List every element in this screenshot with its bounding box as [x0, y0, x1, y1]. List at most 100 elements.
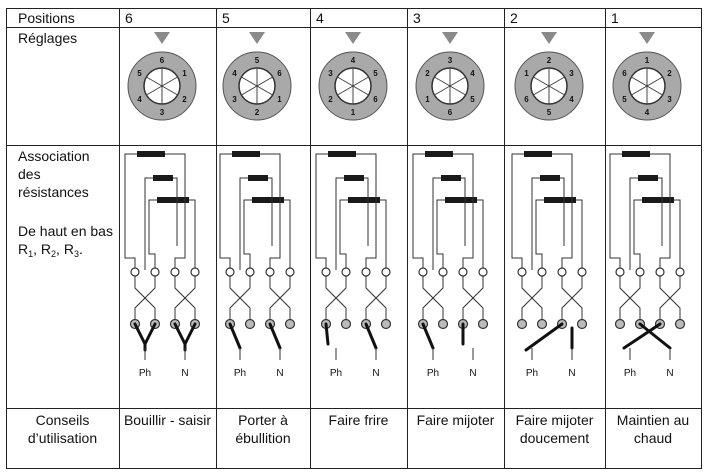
terminal — [576, 267, 587, 277]
position-number: 1 — [611, 10, 619, 26]
switch-bridge — [268, 322, 282, 350]
phase-label: Ph — [138, 368, 150, 379]
terminal — [556, 267, 567, 277]
wire — [629, 177, 638, 270]
resistor-r3 — [252, 197, 284, 203]
contact — [380, 318, 391, 330]
terminal — [285, 267, 295, 277]
phase-label: Ph — [624, 368, 636, 379]
wire — [229, 276, 251, 320]
wire — [575, 199, 582, 270]
wire — [412, 153, 425, 270]
dial-spoke — [241, 76, 273, 96]
terminal — [189, 267, 200, 277]
terminal — [380, 267, 391, 277]
resistance-wiring-diagram: Ph N — [609, 151, 686, 379]
dial-spoke — [145, 76, 178, 96]
wire — [188, 199, 195, 270]
conseil-text: Faire mijoter doucement — [515, 412, 594, 446]
terminal — [360, 267, 371, 277]
wire — [559, 177, 564, 246]
dial-number: 6 — [447, 108, 452, 117]
resistor-r2 — [248, 175, 268, 181]
wire — [432, 177, 441, 270]
dial-number: 2 — [425, 69, 430, 78]
wire — [174, 276, 195, 320]
contact — [536, 318, 547, 330]
resistor-r1 — [327, 151, 356, 157]
resistor-r1 — [622, 151, 650, 157]
pointer-triangle-icon — [344, 32, 361, 44]
switch-bridge — [133, 322, 146, 346]
dial-number: 3 — [667, 95, 672, 104]
contact — [477, 318, 488, 330]
terminal — [129, 267, 140, 277]
wire — [339, 199, 348, 270]
dial-number: 6 — [524, 95, 529, 104]
terminal — [675, 267, 685, 277]
terminal — [245, 267, 255, 277]
wire — [148, 199, 157, 270]
dial-number: 3 — [232, 95, 237, 104]
wire — [561, 276, 582, 320]
wire — [436, 199, 445, 270]
resistor-r3 — [347, 197, 380, 203]
switch-bridge — [173, 322, 186, 346]
dial-number: 6 — [622, 69, 627, 78]
switch-bridge — [324, 322, 329, 346]
dial-number: 5 — [622, 95, 627, 104]
wire — [650, 153, 671, 270]
conseil-text: Bouillir - saisir — [123, 412, 212, 428]
position-number: 2 — [510, 10, 518, 26]
phase-label: Ph — [525, 368, 537, 379]
wire — [172, 177, 177, 246]
wire — [659, 276, 681, 320]
contact — [437, 318, 448, 330]
pointer-triangle-icon — [441, 32, 458, 44]
wire — [315, 153, 328, 270]
pointer-triangle-icon — [639, 32, 655, 44]
dial-number: 5 — [137, 69, 142, 78]
wire — [531, 177, 540, 270]
terminal — [477, 267, 488, 277]
resistor-r2 — [152, 175, 173, 181]
terminal — [320, 267, 331, 277]
wire — [460, 177, 465, 246]
dial-spoke — [631, 76, 663, 96]
wire — [422, 276, 443, 320]
wire — [164, 153, 185, 270]
contact — [244, 318, 256, 330]
phase-label: Ph — [234, 368, 246, 379]
wire — [260, 153, 281, 270]
position-number: 3 — [413, 10, 421, 26]
wire — [609, 153, 622, 270]
dial-number: 1 — [524, 69, 529, 78]
terminal — [225, 267, 235, 277]
wire — [521, 276, 542, 320]
dial-number: 5 — [546, 108, 551, 117]
resistor-r3 — [543, 197, 576, 203]
row-header-reglages: Réglages — [18, 30, 78, 46]
wire — [355, 153, 376, 270]
dial-number: 4 — [232, 69, 237, 78]
switch-bridge — [421, 322, 434, 350]
terminal — [615, 267, 625, 277]
row-header-association: Association des résistances — [18, 148, 90, 200]
resistor-r3 — [642, 197, 674, 203]
wire — [551, 153, 572, 270]
dial-number: 4 — [569, 95, 574, 104]
terminal — [265, 267, 275, 277]
dial-number: 2 — [546, 56, 551, 65]
terminal — [655, 267, 665, 277]
terminal — [457, 267, 468, 277]
wire — [511, 153, 524, 270]
pointer-triangle-icon — [249, 32, 265, 44]
neutral-label: N — [666, 368, 673, 379]
contact — [614, 318, 626, 330]
contact — [674, 318, 686, 330]
